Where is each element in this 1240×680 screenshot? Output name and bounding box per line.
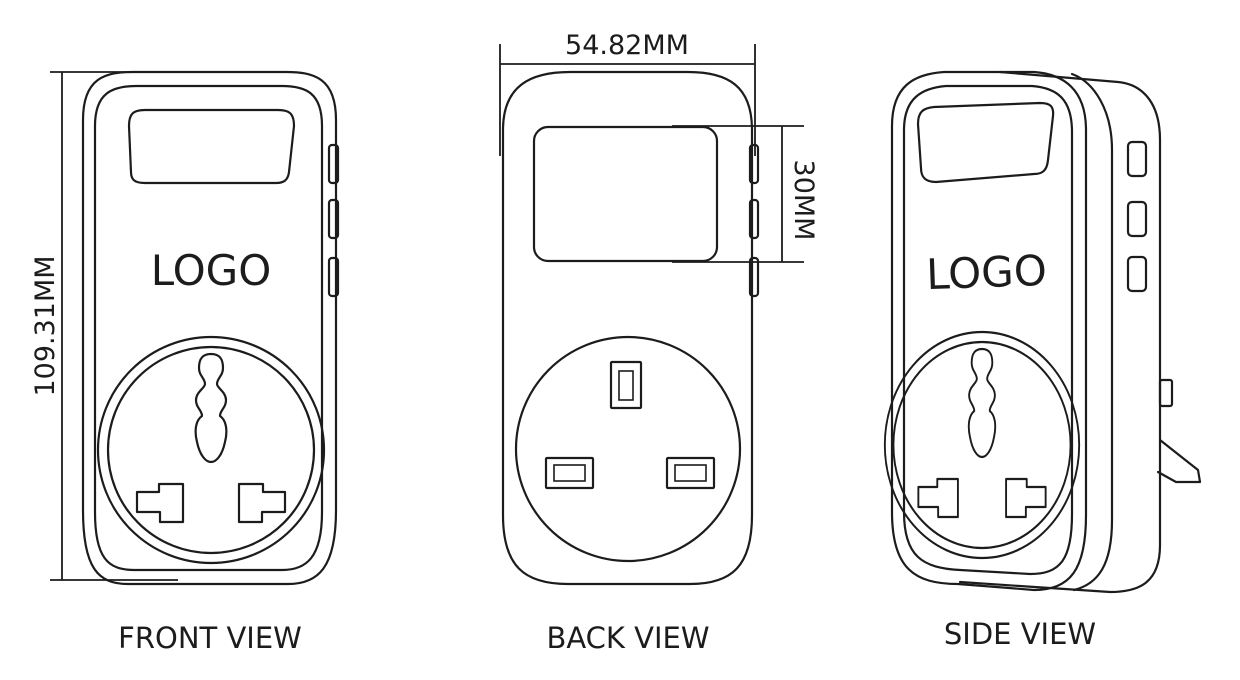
front-view: 109.31MM LOGO FRONT VIEW xyxy=(30,70,340,655)
back-view: 54.82MM 30MM BACK VIEW xyxy=(499,30,819,655)
height-dimension: 109.31MM xyxy=(30,71,178,581)
back-view-caption: BACK VIEW xyxy=(546,621,709,655)
width-dimension: 54.82MM xyxy=(499,30,756,156)
side-view: LOGO SIDE VIEW xyxy=(883,70,1202,651)
side-view-caption: SIDE VIEW xyxy=(944,617,1096,651)
side-logo: LOGO xyxy=(925,246,1047,299)
front-view-body: LOGO xyxy=(81,70,340,586)
window-dimension: 30MM xyxy=(672,125,819,263)
front-universal-socket xyxy=(96,335,326,565)
front-logo: LOGO xyxy=(151,246,272,295)
front-view-caption: FRONT VIEW xyxy=(118,621,302,655)
window-dimension-label: 30MM xyxy=(788,160,819,241)
side-view-body: LOGO xyxy=(883,70,1202,594)
back-view-body xyxy=(501,70,760,586)
side-universal-socket xyxy=(883,330,1081,560)
width-dimension-label: 54.82MM xyxy=(565,30,689,61)
height-dimension-label: 109.31MM xyxy=(30,255,61,396)
